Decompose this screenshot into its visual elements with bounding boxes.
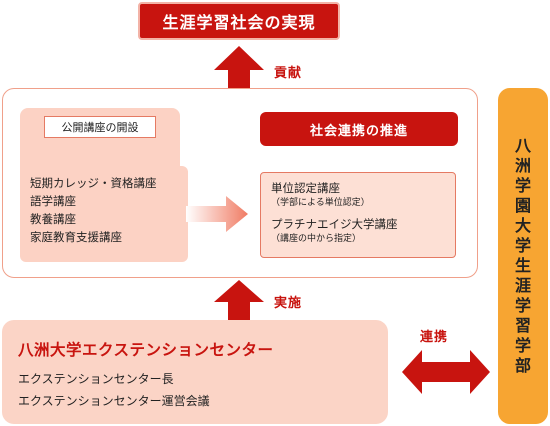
faculty-char: 大 [514, 216, 531, 235]
contribution-label: 貢献 [274, 66, 303, 81]
extension-center-box [2, 320, 388, 424]
promotion-panel: 単位認定講座 （学部による単位認定） プラチナエイジ大学講座 （講座の中から指定… [260, 172, 456, 258]
list-item: 教養講座 [30, 212, 76, 226]
promotion-item: プラチナエイジ大学講座 [271, 217, 398, 231]
promotion-item-note: （講座の中から指定） [271, 234, 362, 244]
list-item: 語学講座 [30, 194, 76, 208]
promotion-item: 単位認定講座 [271, 181, 340, 195]
faculty-char: 習 [514, 316, 531, 335]
list-item: 家庭教育支援講座 [30, 230, 122, 244]
promotion-header: 社会連携の推進 [260, 112, 458, 146]
faculty-char: 学 [514, 176, 531, 195]
promotion-item-note: （学部による単位認定） [271, 198, 370, 208]
public-lecture-tag: 公開講座の開設 [44, 116, 156, 138]
extension-center-line: エクステンションセンター長 [18, 372, 174, 386]
extension-center-title: 八洲大学エクステンションセンター [18, 341, 274, 359]
collaboration-arrow-icon [402, 350, 490, 398]
faculty-char: 洲 [514, 156, 531, 175]
collaboration-label: 連携 [420, 330, 449, 345]
faculty-char: 学 [514, 236, 531, 255]
public-lecture-list: 短期カレッジ・資格講座 語学講座 教養講座 家庭教育支援講座 [20, 166, 188, 262]
extension-center-line: エクステンションセンター運営会議 [18, 394, 210, 408]
faculty-char: 生 [514, 256, 531, 275]
lifelong-faculty-box: 八 洲 学 園 大 学 生 涯 学 習 学 部 [498, 88, 548, 424]
faculty-char: 学 [514, 296, 531, 315]
flow-arrow-right-icon [186, 196, 248, 236]
goal-box: 生涯学習社会の実現 [138, 2, 340, 40]
implementation-arrow-icon [214, 280, 264, 328]
implementation-label: 実施 [274, 296, 303, 311]
faculty-char: 園 [514, 196, 531, 215]
list-item: 短期カレッジ・資格講座 [30, 176, 157, 190]
contribution-arrow-icon [214, 46, 264, 94]
faculty-char: 涯 [514, 276, 531, 295]
faculty-char: 八 [514, 136, 531, 155]
faculty-char: 部 [514, 356, 531, 375]
faculty-char: 学 [514, 336, 531, 355]
